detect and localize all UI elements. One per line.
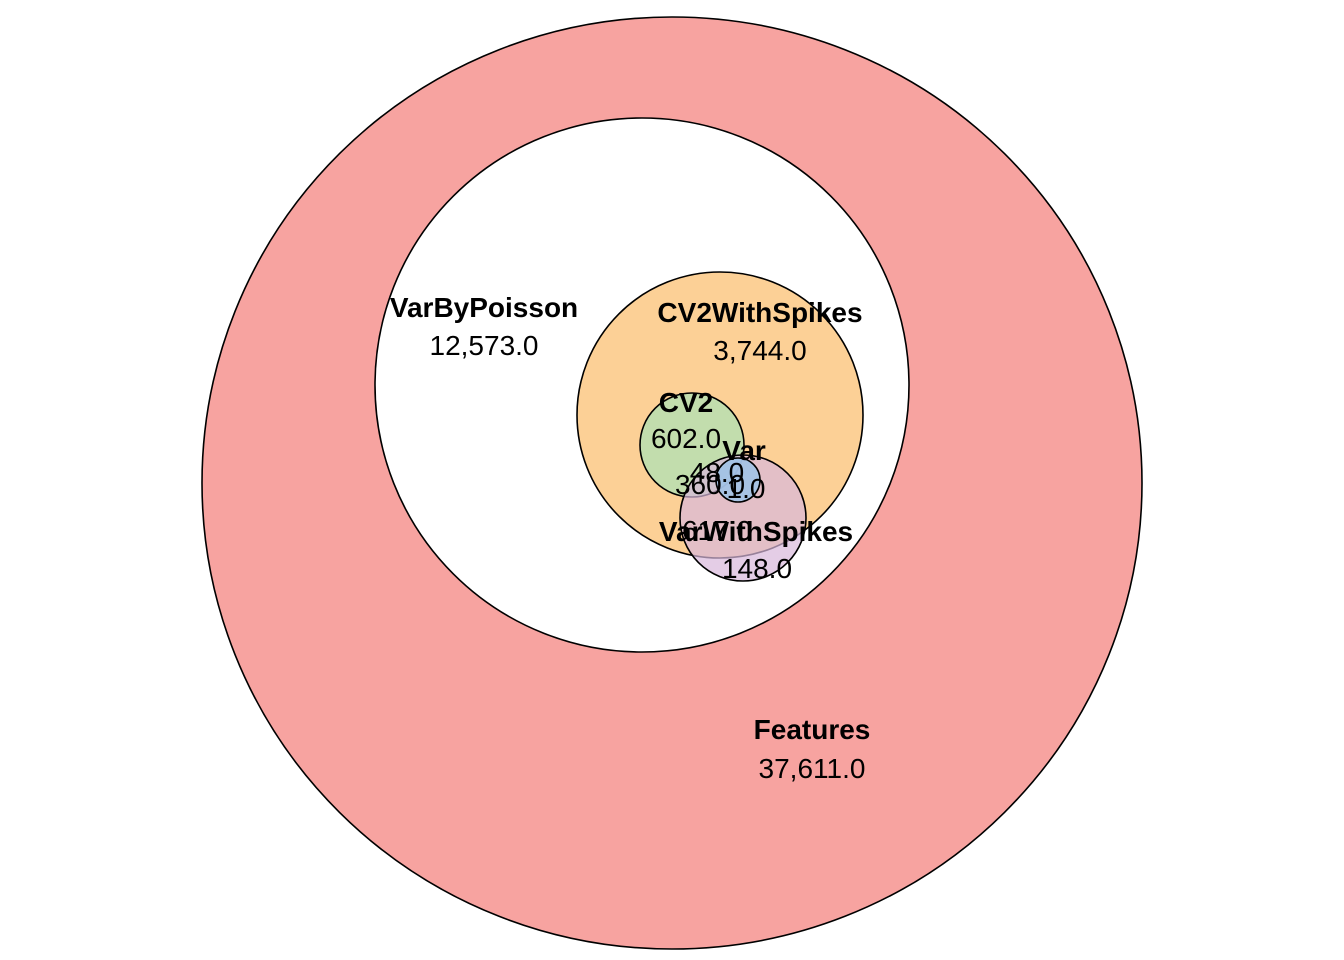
var-value: 1.0 [727, 473, 766, 504]
cv2-label: CV2 [659, 387, 713, 418]
var-label: Var [722, 435, 766, 466]
features-label: Features [754, 714, 871, 745]
overlap-value-a: 48.0 [690, 457, 745, 488]
overlap-value-c: 617.0 [682, 515, 752, 546]
varwithspikes-label: VarWithSpikes [659, 516, 853, 547]
var-circle [715, 457, 761, 503]
cv2withspikes-value: 3,744.0 [713, 335, 806, 366]
features-value: 37,611.0 [759, 753, 866, 784]
cv2withspikes-label: CV2WithSpikes [657, 297, 862, 328]
varwithspikes-value: 148.0 [722, 553, 792, 584]
varwithspikes-circle [679, 454, 807, 582]
varbypoisson-value: 12,573.0 [430, 330, 539, 361]
cv2-value: 602.0 [651, 423, 721, 454]
overlap-value-b: 360.0 [675, 469, 745, 500]
varbypoisson-label: VarByPoisson [390, 292, 578, 323]
